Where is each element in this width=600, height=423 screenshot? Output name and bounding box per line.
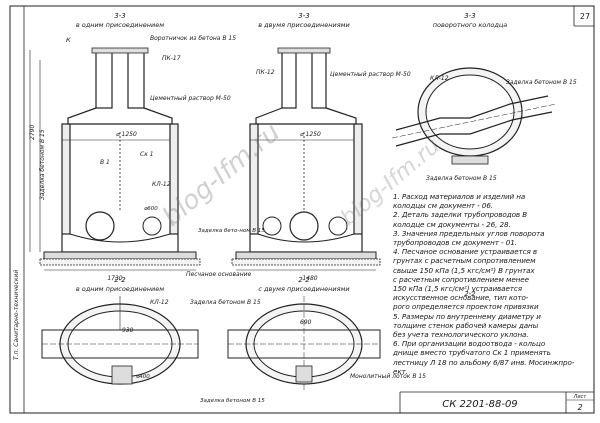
- label-diam: ⌀ 1250: [116, 131, 137, 138]
- section-subtitle: с двумя присоединениями: [258, 285, 349, 293]
- dim-2790: 2790: [29, 125, 36, 140]
- note-line: 6. При организации водоотвода - кольцо: [393, 339, 546, 349]
- section-subtitle: в одним присоединением: [76, 285, 164, 293]
- sheet-page: 2: [577, 403, 582, 412]
- label-diam: ⌀ 1250: [300, 131, 321, 138]
- dim-1480: 1480: [302, 275, 317, 282]
- note-line: колодцы см документ - 06.: [393, 201, 493, 211]
- label-b1: В 1: [100, 159, 110, 166]
- note-line: 4. Песчаное основание устраивается в: [393, 247, 538, 257]
- notes-block: 1. Расход материалов и изделий на колодц…: [393, 192, 593, 376]
- sheet-number: 27: [580, 12, 590, 21]
- note-line: трубопроводов см документ - 01.: [393, 238, 517, 248]
- section-title: 3-3: [298, 12, 309, 20]
- section-3-3-two-connections: [231, 47, 381, 271]
- label-cement: Цементный раствор М-50: [330, 71, 411, 78]
- label-monolit: Монолитный лоток В 15: [350, 373, 426, 380]
- label-zadelka: Заделка бетоном В 15: [39, 129, 46, 200]
- label-ks: КЛ-12: [430, 75, 449, 82]
- sheet-label: Лист: [573, 394, 588, 400]
- note-line: 150 кПа (1,5 кгс/см²) устраивается: [393, 284, 522, 294]
- section-title: 2-2: [114, 276, 126, 284]
- section-2-2-one-connection: [41, 296, 199, 385]
- note-line: 2. Деталь заделки трубопроводов В: [393, 210, 528, 220]
- dim-930: 930: [122, 327, 134, 334]
- label-diam400: ⌀400: [136, 374, 150, 380]
- section-subtitle: в одним присоединением: [76, 21, 164, 29]
- label-zadelka: Заделка бетоном В 15: [426, 175, 497, 182]
- label-ks: КЛ-12: [152, 181, 171, 188]
- label-pk: ПК-12: [256, 69, 275, 76]
- section-title: 3-3: [114, 12, 125, 20]
- section-subtitle: поворотного колодца: [433, 21, 508, 29]
- note-line: колодце см документы - 26, 28.: [393, 219, 511, 229]
- label-zadelka: Заделка бето-ном В 15: [198, 228, 265, 234]
- side-stamp: Т.п. Санитарно-технический: [13, 270, 20, 360]
- label-diam600: ⌀600: [144, 206, 158, 212]
- label-zadelka: Заделка бетоном В 15: [200, 398, 265, 404]
- note-line: 3. Значения предельных углов поворота: [393, 228, 545, 238]
- note-line: днище вместо трубчатого Ск 1 применять: [393, 348, 551, 358]
- label-zadelka: Заделка бетоном В 15: [506, 79, 577, 86]
- turn-well-plan: [391, 67, 557, 165]
- note-line: с расчетным сопротивлением менее: [393, 274, 529, 284]
- note-line: рого определяется проектом привязки: [393, 302, 539, 312]
- label-pesch: Песчаное основание: [186, 271, 252, 278]
- dim-690: 690: [300, 319, 312, 326]
- doc-code: СК 2201-88-09: [442, 399, 517, 410]
- note-line: искусственное основание, тип кото-: [393, 293, 529, 303]
- section-title: 2-2: [464, 290, 476, 298]
- note-line: без учета технологического уклона.: [393, 330, 529, 340]
- label-vorotnik: Воротничок из бетона В 15: [150, 35, 236, 42]
- note-line: грунтах с расчетным сопротивлением: [393, 256, 536, 266]
- label-ks: КЛ-12: [150, 299, 169, 306]
- dim-1730: 1730: [107, 275, 122, 282]
- note-line: лестницу Л 18 по альбому 6/87 инв. Мосин…: [393, 357, 575, 367]
- label-sk1: Ск 1: [140, 151, 154, 158]
- label-cement: Цементный раствор М-50: [150, 95, 231, 102]
- section-subtitle: в двумя присоединениями: [258, 21, 350, 29]
- outer-frame: [9, 5, 595, 414]
- section-title: 2-2: [298, 276, 310, 284]
- note-line: толщине стенок рабочей камеры даны: [393, 320, 539, 330]
- note-line: 1. Расход материалов и изделий на: [393, 192, 526, 201]
- section-2-2-two-connections: [227, 296, 381, 392]
- label-k: К: [66, 36, 71, 44]
- note-line: свыше 150 кПа (1,5 кгс/см²) В грунтах: [393, 265, 535, 275]
- label-zadelka: Заделка бетоном В 15: [190, 299, 261, 306]
- label-pk: ПК-17: [162, 55, 181, 62]
- section-3-3-one-connection: [29, 47, 201, 271]
- section-title: 3-3: [464, 12, 475, 20]
- note-line: 5. Размеры по внутреннему диаметру и: [393, 311, 541, 321]
- note-line: ект.: [393, 366, 408, 376]
